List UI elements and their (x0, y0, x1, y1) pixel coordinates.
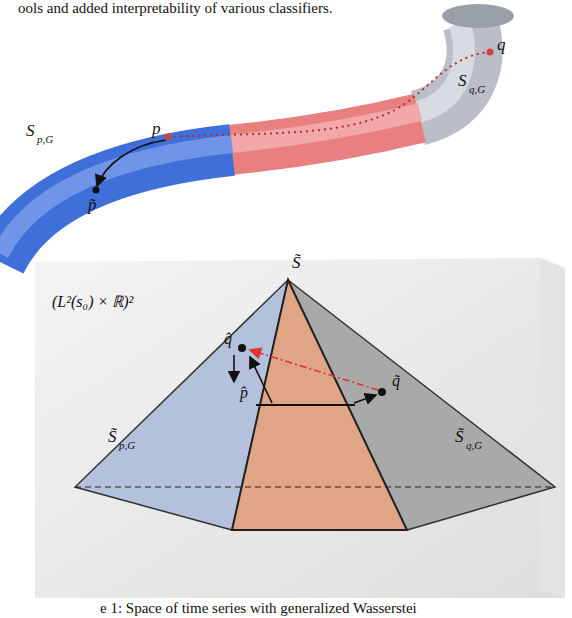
math-label: S (458, 72, 467, 91)
pink-tube-shine (230, 112, 420, 144)
math-label: p (152, 120, 161, 139)
space-label: (L²(s₀) × ℝ)² (52, 290, 133, 312)
math-label: p,G (119, 439, 135, 451)
grey-tube-shine (418, 24, 464, 112)
point (238, 344, 246, 352)
math-label: q̂ (224, 330, 232, 348)
math-label: S (26, 122, 35, 141)
tube-end (442, 4, 514, 28)
dash-dot-arrow (250, 350, 378, 390)
projection-arrow (97, 140, 166, 186)
math-label: S̃ (455, 428, 464, 447)
math-label: p,G (37, 133, 53, 145)
base-dashed (75, 486, 555, 487)
math-label: p̂ (240, 384, 248, 402)
figure-caption: e 1: Space of time series with generaliz… (100, 600, 417, 617)
lift-arrow (354, 395, 376, 403)
box-side (540, 258, 565, 598)
text-fragment: ools and added interpretability of vario… (18, 0, 333, 17)
math-label: S̃ (292, 254, 301, 273)
lift-arrow (250, 357, 272, 403)
dotted-path (168, 52, 488, 137)
ambient-box (35, 258, 565, 598)
point-p-tilde (93, 187, 100, 194)
point (378, 388, 386, 396)
math-label: q̃ (392, 372, 400, 390)
math-label: p̃ (88, 196, 97, 215)
point-p (165, 134, 172, 141)
math-label: S̃ (108, 428, 117, 447)
pink-face (232, 280, 407, 530)
math-label: q,G (469, 83, 485, 95)
point-q (487, 49, 494, 56)
math-label: q (497, 36, 506, 55)
down-arrow (233, 355, 235, 382)
math-label: q,G (466, 439, 482, 451)
slice-line (256, 404, 355, 406)
